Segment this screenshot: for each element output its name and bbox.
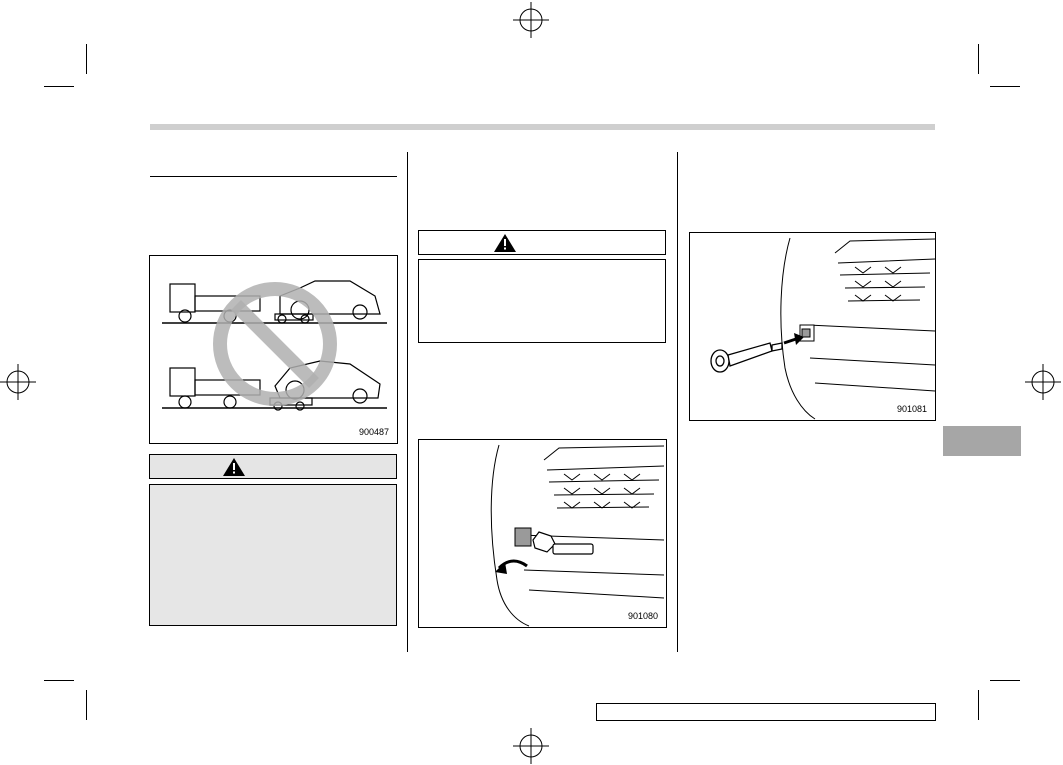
figure-code: 900487: [358, 427, 389, 437]
column-divider: [677, 152, 678, 652]
towing-hook-install-icon: [710, 237, 935, 420]
figure-no-towing: 900487: [149, 255, 398, 444]
crop-mark: [978, 690, 979, 720]
warning-triangle-icon: [223, 457, 245, 476]
figure-code: 901081: [896, 404, 927, 414]
footer-page-label: [596, 703, 936, 721]
figure-code: 901080: [627, 611, 658, 621]
column-divider: [407, 152, 408, 652]
warning-header: [149, 454, 397, 479]
crop-mark: [978, 44, 979, 74]
no-towing-illustration: [162, 280, 387, 411]
registration-mark-icon: [513, 728, 549, 764]
header-band: [150, 124, 935, 130]
registration-mark-icon: [1025, 364, 1061, 400]
registration-mark-icon: [0, 364, 36, 400]
registration-mark-icon: [513, 2, 549, 38]
warning-header: [418, 230, 666, 255]
figure-bumper-cover: 901080: [418, 439, 667, 628]
crop-mark: [990, 680, 1020, 681]
warning-body: [149, 484, 397, 626]
bumper-cover-removal-icon: [490, 444, 665, 627]
crop-mark: [86, 44, 87, 74]
warning-triangle-icon: [494, 233, 516, 252]
no-towing-prohibition-icon: [213, 282, 337, 406]
chapter-tab: [943, 426, 1021, 456]
warning-body: [418, 259, 666, 343]
crop-mark: [86, 690, 87, 720]
crop-mark: [44, 680, 74, 681]
crop-mark: [990, 86, 1020, 87]
crop-mark: [44, 86, 74, 87]
figure-towing-hook: 901081: [689, 232, 936, 421]
section-heading-rule: [150, 176, 397, 177]
